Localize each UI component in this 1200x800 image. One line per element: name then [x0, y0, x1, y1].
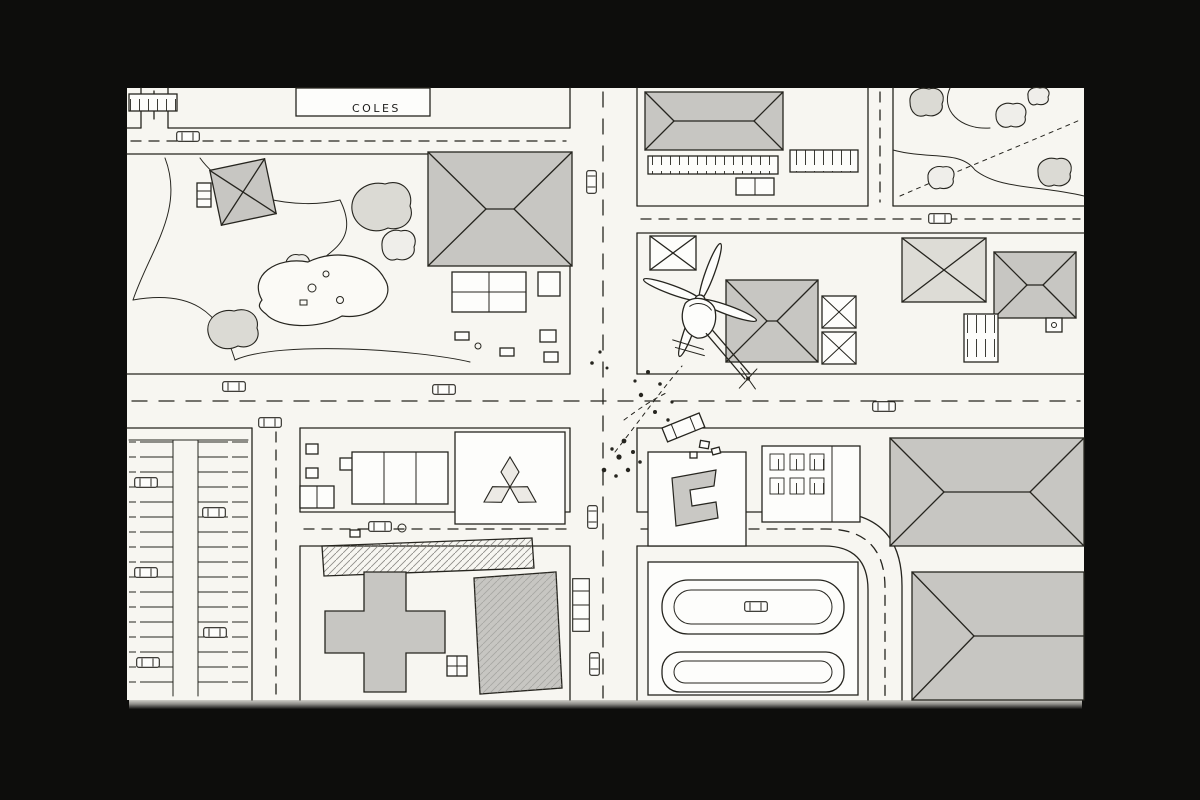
small-outbuilding — [537, 271, 561, 297]
truck — [572, 578, 590, 632]
helicopter-body — [681, 297, 717, 339]
helicopter-windshield — [689, 303, 712, 311]
large-hip-roof-building-topright — [644, 91, 784, 151]
park-bench — [499, 347, 515, 357]
picnic-table — [196, 182, 212, 208]
helicopter-tail — [705, 330, 758, 390]
tree — [995, 102, 1027, 128]
helicopter-skid — [672, 339, 704, 350]
parked-car — [134, 567, 158, 578]
tree — [927, 166, 955, 190]
pyramid-roof-building — [901, 237, 987, 303]
ticked-office-building — [761, 445, 861, 523]
utility-box — [305, 467, 319, 479]
parked-car — [136, 657, 160, 668]
shrub — [1027, 86, 1050, 106]
car-in-courtyard — [744, 601, 768, 612]
debris-dots — [590, 350, 674, 478]
helicopter — [642, 242, 758, 390]
x-roof-building — [649, 235, 697, 271]
tree — [381, 229, 416, 261]
large-hip-roof-building-bottom-right — [911, 571, 1085, 701]
car — [589, 652, 600, 676]
tree — [351, 182, 412, 232]
loading-dock — [543, 351, 559, 363]
long-hatched-roof-building — [321, 537, 535, 577]
parking-lot — [128, 439, 249, 697]
park-pavilion — [209, 158, 277, 226]
spilled-crate — [710, 446, 722, 456]
street-marking — [397, 523, 407, 533]
pond-dock — [299, 299, 308, 306]
hospital-cross-building — [324, 571, 446, 693]
angular-c-logo — [671, 469, 719, 527]
car — [928, 213, 952, 224]
car — [872, 401, 896, 412]
park-bin — [474, 342, 482, 350]
bottom-left-blocks — [128, 431, 566, 697]
main-road-horizontal — [126, 373, 1085, 429]
x-roof-pair — [821, 295, 857, 365]
side-street-top-right — [636, 87, 1085, 234]
park-bench — [454, 331, 470, 341]
paper-edge-shadow — [129, 700, 1082, 709]
car-on-street — [368, 521, 392, 532]
top-right-blocks — [644, 86, 1085, 365]
overturned-truck — [661, 412, 706, 443]
debris-and-skidmarks — [590, 350, 683, 478]
utility-box — [305, 443, 319, 455]
parked-car — [134, 477, 158, 488]
tree — [1037, 157, 1072, 187]
parked-car — [203, 627, 227, 638]
car — [258, 417, 282, 428]
car — [176, 131, 200, 142]
helicopter-skid — [674, 346, 705, 357]
hip-roof-cluster — [725, 279, 819, 363]
car — [587, 505, 598, 529]
spilled-crate — [698, 439, 711, 450]
cart — [349, 529, 361, 538]
mitsubishi-dealership-building — [454, 431, 566, 525]
logo-building — [647, 451, 747, 547]
office-building — [351, 451, 449, 505]
large-hip-roof-building-topleft — [427, 151, 573, 267]
loading-dock — [539, 329, 557, 343]
tree — [909, 87, 944, 117]
hip-roof-building-far-right — [993, 251, 1077, 319]
tree — [207, 309, 259, 350]
coles-sign-label: COLES — [352, 102, 401, 115]
green-reserve — [892, 86, 1085, 197]
large-hip-roof-building-right — [889, 437, 1085, 547]
corner-kiosk-roof-ticks — [129, 94, 177, 111]
pond-rock — [322, 270, 330, 278]
park-pond — [257, 254, 389, 327]
road-vehicles — [176, 131, 952, 676]
three-diamond-logo — [483, 455, 537, 503]
car — [432, 384, 456, 395]
stadium-courtyard-building — [647, 561, 859, 696]
spilled-crate — [689, 451, 698, 459]
pond-rock — [307, 283, 317, 293]
parked-car — [202, 507, 226, 518]
small-hut — [1045, 317, 1063, 333]
park-block: COLES — [128, 87, 573, 363]
car — [586, 170, 597, 194]
car — [222, 381, 246, 392]
coles-store-building — [295, 87, 431, 117]
pond-rock — [336, 296, 344, 304]
bottom-right-blocks — [647, 437, 1085, 701]
